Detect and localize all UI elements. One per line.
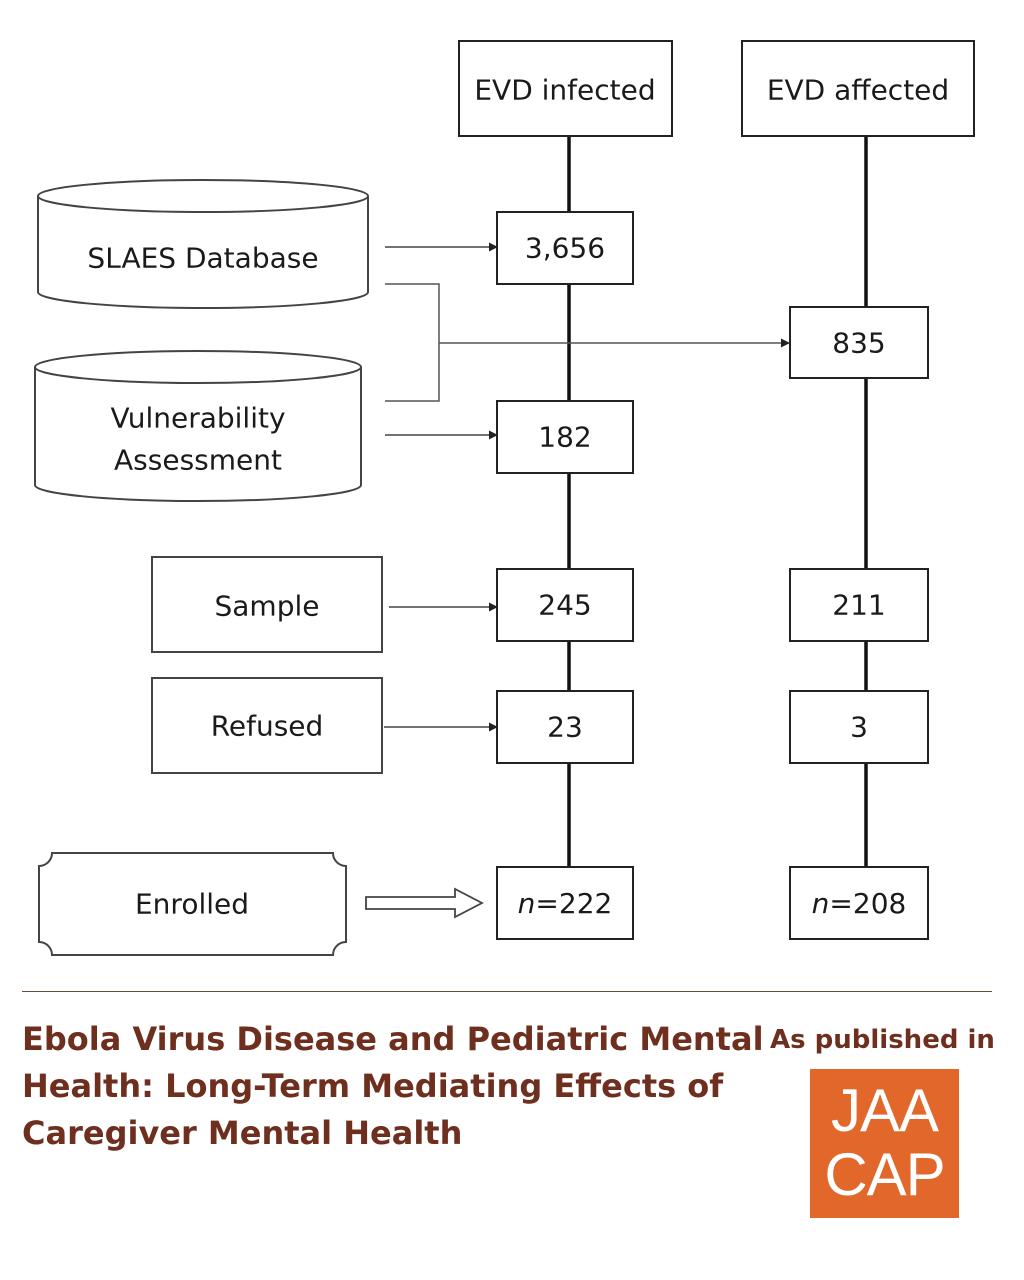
infected-enrolled-n: n <box>518 887 536 920</box>
affected-enrolled-value: =208 <box>829 887 906 920</box>
caption-divider <box>22 991 992 992</box>
vulnerability-assessment-label-line2: Assessment <box>114 444 282 477</box>
enrolled-source-plaque: Enrolled <box>38 852 347 956</box>
affected-header-label: EVD affected <box>767 74 949 107</box>
affected-sample-count: 211 <box>832 589 885 622</box>
article-title-line3: Caregiver Mental Health <box>22 1114 463 1152</box>
flow-diagram: EVD infected EVD affected SLAES Database… <box>34 40 975 956</box>
affected-refused-count-box: 3 <box>789 690 929 764</box>
slaes-database-cylinder: SLAES Database <box>37 179 369 309</box>
sample-source-label: Sample <box>215 590 320 623</box>
enrolled-block-arrow <box>365 887 484 919</box>
infected-sample-count: 245 <box>538 589 591 622</box>
slaes-database-label: SLAES Database <box>87 242 318 275</box>
enrolled-source-label: Enrolled <box>135 888 249 921</box>
published-in-label: As published in <box>770 1025 995 1055</box>
infected-refused-count: 23 <box>547 711 583 744</box>
vulnerability-assessment-label-line1: Vulnerability <box>110 402 285 435</box>
infected-vulnerability-count-box: 182 <box>496 400 634 474</box>
infected-header-label: EVD infected <box>474 74 655 107</box>
infected-vulnerability-count: 182 <box>538 421 591 454</box>
infected-enrolled-count-box: n=222 <box>496 866 634 940</box>
affected-header-box: EVD affected <box>741 40 975 137</box>
affected-combined-count: 835 <box>832 327 885 360</box>
article-title: Ebola Virus Disease and Pediatric Mental… <box>22 1016 764 1157</box>
vulnerability-assessment-cylinder: Vulnerability Assessment <box>34 350 362 502</box>
article-title-line1: Ebola Virus Disease and Pediatric Mental <box>22 1020 764 1058</box>
infected-slaes-count: 3,656 <box>525 232 605 265</box>
infected-enrolled-count: n=222 <box>518 887 613 920</box>
infected-slaes-count-box: 3,656 <box>496 211 634 285</box>
sample-source-box: Sample <box>151 556 383 653</box>
article-title-line2: Health: Long-Term Mediating Effects of <box>22 1067 724 1105</box>
refused-source-box: Refused <box>151 677 383 774</box>
journal-logo-line1: JAA <box>830 1077 939 1144</box>
affected-combined-count-box: 835 <box>789 306 929 379</box>
affected-enrolled-count-box: n=208 <box>789 866 929 940</box>
infected-refused-count-box: 23 <box>496 690 634 764</box>
affected-enrolled-n: n <box>812 887 830 920</box>
combined-bracket-connector <box>385 283 440 402</box>
journal-logo: JAA CAP <box>810 1069 959 1218</box>
journal-logo-line2: CAP <box>824 1141 945 1208</box>
infected-header-box: EVD infected <box>458 40 673 137</box>
infected-sample-count-box: 245 <box>496 568 634 642</box>
affected-sample-count-box: 211 <box>789 568 929 642</box>
infected-enrolled-value: =222 <box>535 887 612 920</box>
affected-refused-count: 3 <box>850 711 868 744</box>
affected-enrolled-count: n=208 <box>812 887 907 920</box>
refused-source-label: Refused <box>211 710 324 743</box>
